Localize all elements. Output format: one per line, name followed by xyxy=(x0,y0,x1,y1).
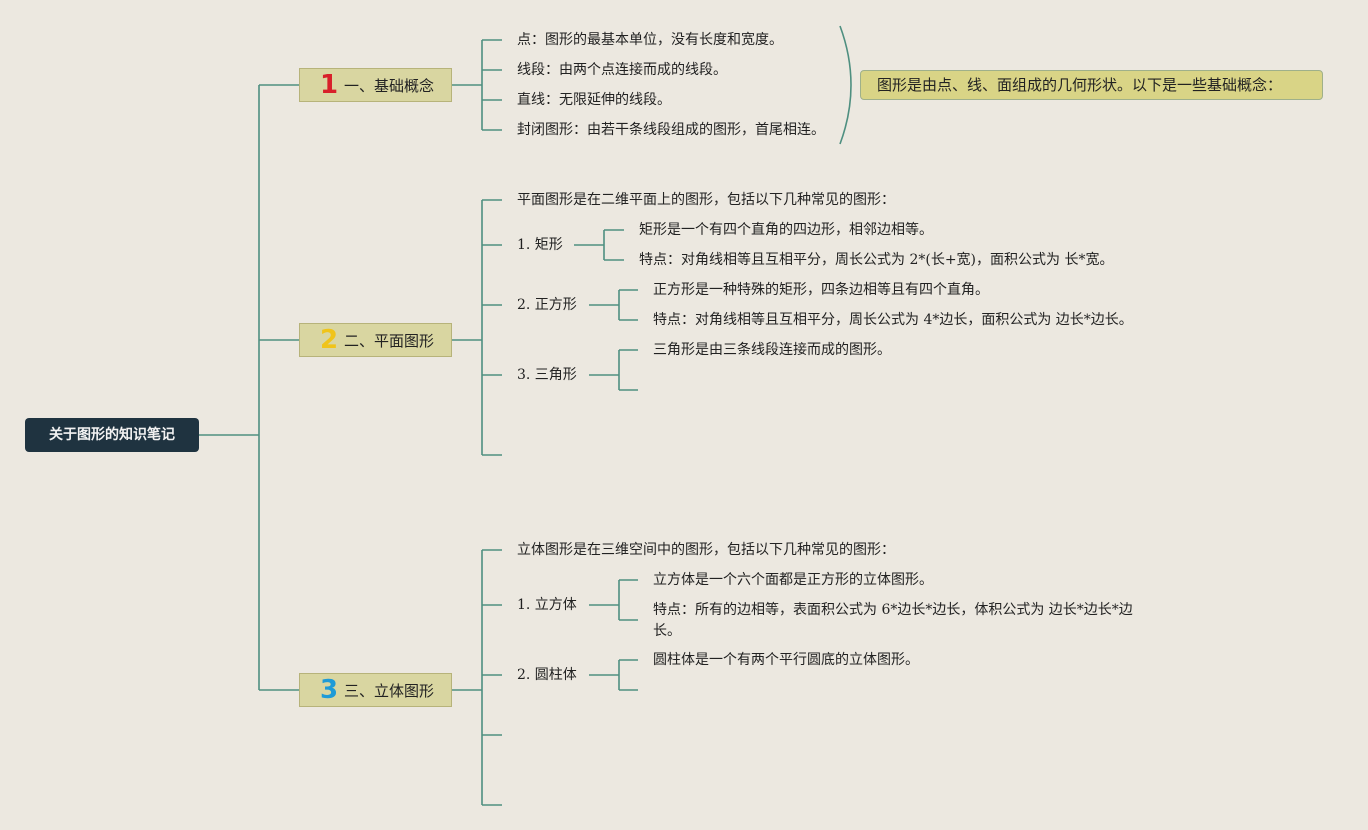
root-topic[interactable]: 关于图形的知识笔记 xyxy=(25,418,199,452)
cube-detail-wrap[interactable]: 长。 xyxy=(653,623,681,639)
number-2-icon: 2 xyxy=(319,325,339,355)
number-3-icon: 3 xyxy=(319,675,339,705)
plane-intro[interactable]: 平面图形是在二维平面上的图形，包括以下几种常见的图形： xyxy=(517,192,895,208)
item-closed-shape[interactable]: 封闭图形：由若干条线段组成的图形，首尾相连。 xyxy=(517,122,825,138)
cube-detail[interactable]: 特点：所有的边相等，表面积公式为 6*边长*边长，体积公式为 边长*边长*边 xyxy=(653,602,1133,618)
branch-label: 二、平面图形 xyxy=(344,331,435,350)
sub-cube[interactable]: 1. 立方体 xyxy=(517,597,577,613)
sub-square[interactable]: 2. 正方形 xyxy=(517,297,577,313)
rectangle-detail[interactable]: 特点：对角线相等且互相平分，周长公式为 2*(长+宽)，面积公式为 长*宽。 xyxy=(639,252,1114,268)
solid-intro[interactable]: 立体图形是在三维空间中的图形，包括以下几种常见的图形： xyxy=(517,542,895,558)
branch-basic-concepts[interactable]: 1 一、基础概念 xyxy=(299,68,452,102)
branch-solid-figures[interactable]: 3 三、立体图形 xyxy=(299,673,452,707)
cube-detail[interactable]: 立方体是一个六个面都是正方形的立体图形。 xyxy=(653,572,933,588)
branch-plane-figures[interactable]: 2 二、平面图形 xyxy=(299,323,452,357)
square-detail[interactable]: 正方形是一种特殊的矩形，四条边相等且有四个直角。 xyxy=(653,282,989,298)
summary-callout[interactable]: 图形是由点、线、面组成的几何形状。以下是一些基础概念： xyxy=(860,70,1323,100)
square-detail[interactable]: 特点：对角线相等且互相平分，周长公式为 4*边长，面积公式为 边长*边长。 xyxy=(653,312,1133,328)
number-1-icon: 1 xyxy=(319,70,339,100)
sub-rectangle[interactable]: 1. 矩形 xyxy=(517,237,563,253)
sub-cylinder[interactable]: 2. 圆柱体 xyxy=(517,667,577,683)
cylinder-detail[interactable]: 圆柱体是一个有两个平行圆底的立体图形。 xyxy=(653,652,919,668)
branch-label: 三、立体图形 xyxy=(344,681,435,700)
item-line[interactable]: 直线：无限延伸的线段。 xyxy=(517,92,671,108)
triangle-detail[interactable]: 三角形是由三条线段连接而成的图形。 xyxy=(653,342,891,358)
item-segment[interactable]: 线段：由两个点连接而成的线段。 xyxy=(517,62,727,78)
branch-label: 一、基础概念 xyxy=(344,76,435,95)
rectangle-detail[interactable]: 矩形是一个有四个直角的四边形，相邻边相等。 xyxy=(639,222,933,238)
item-point[interactable]: 点：图形的最基本单位，没有长度和宽度。 xyxy=(517,32,783,48)
sub-triangle[interactable]: 3. 三角形 xyxy=(517,367,577,383)
